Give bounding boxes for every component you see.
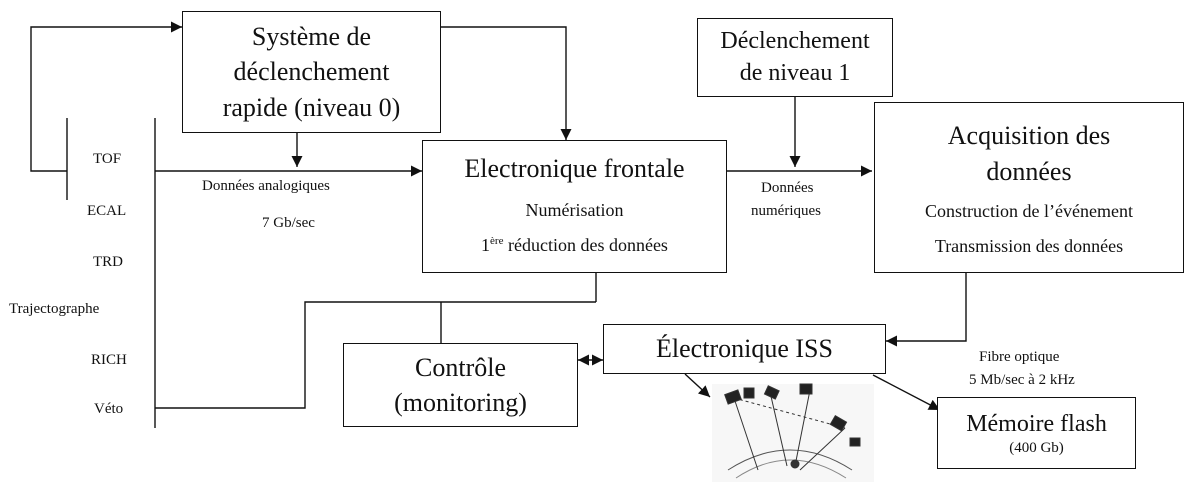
fiber-optic-label: Fibre optique — [979, 349, 1060, 365]
iss-electronics-box: Électronique ISS — [603, 324, 886, 374]
fiber-rate-label: 5 Mb/sec à 2 kHz — [969, 372, 1075, 388]
frontend-electronics-box: Electronique frontale Numérisation 1ère … — [422, 140, 727, 273]
control-line-2: (monitoring) — [394, 388, 527, 417]
detector-tof: TOF — [93, 151, 122, 167]
digital-data-label-1: Données — [761, 180, 814, 196]
acquisition-title-1: Acquisition des — [947, 121, 1111, 151]
detector-veto: Véto — [94, 401, 124, 417]
control-line-1: Contrôle — [415, 352, 506, 382]
data-acquisition-box: Acquisition des données Construction de … — [874, 102, 1184, 273]
acquisition-title-2: données — [986, 156, 1072, 186]
fast-trigger-line-3: rapide (niveau 0) — [222, 92, 401, 122]
frontend-reduction: 1ère réduction des données — [481, 235, 668, 256]
level1-trigger-box: Déclenchement de niveau 1 — [697, 18, 893, 97]
detector-ecal: ECAL — [87, 203, 127, 219]
frontend-reduction-sup: ère — [490, 235, 504, 248]
detector-tracker: Trajectographe — [9, 301, 100, 317]
acquisition-event-building: Construction de l’événement — [925, 200, 1133, 221]
analog-rate-label: 7 Gb/sec — [262, 215, 315, 231]
acquisition-data-transmission: Transmission des données — [934, 235, 1124, 256]
frontend-digitization: Numérisation — [525, 200, 624, 221]
frontend-reduction-text: réduction des données — [503, 235, 668, 256]
frontend-title: Electronique frontale — [464, 154, 685, 183]
iss-title: Électronique ISS — [656, 334, 833, 364]
analog-data-label: Données analogiques — [202, 178, 330, 194]
level1-trigger-line-2: de niveau 1 — [739, 59, 851, 86]
flash-capacity: (400 Gb) — [1009, 440, 1064, 457]
detector-rich: RICH — [91, 352, 127, 368]
satellite-illustration — [712, 383, 874, 482]
flash-title: Mémoire flash — [966, 410, 1107, 437]
frontend-reduction-num: 1 — [481, 235, 491, 256]
fast-trigger-line-2: déclenchement — [233, 57, 390, 87]
level1-trigger-line-1: Déclenchement — [720, 28, 870, 55]
fast-trigger-box: Système de déclenchement rapide (niveau … — [182, 11, 441, 133]
control-box: Contrôle (monitoring) — [343, 343, 578, 427]
digital-data-label-2: numériques — [751, 203, 821, 219]
fast-trigger-line-1: Système de — [251, 22, 372, 52]
detector-trd: TRD — [93, 254, 123, 270]
flash-memory-box: Mémoire flash (400 Gb) — [937, 397, 1136, 469]
